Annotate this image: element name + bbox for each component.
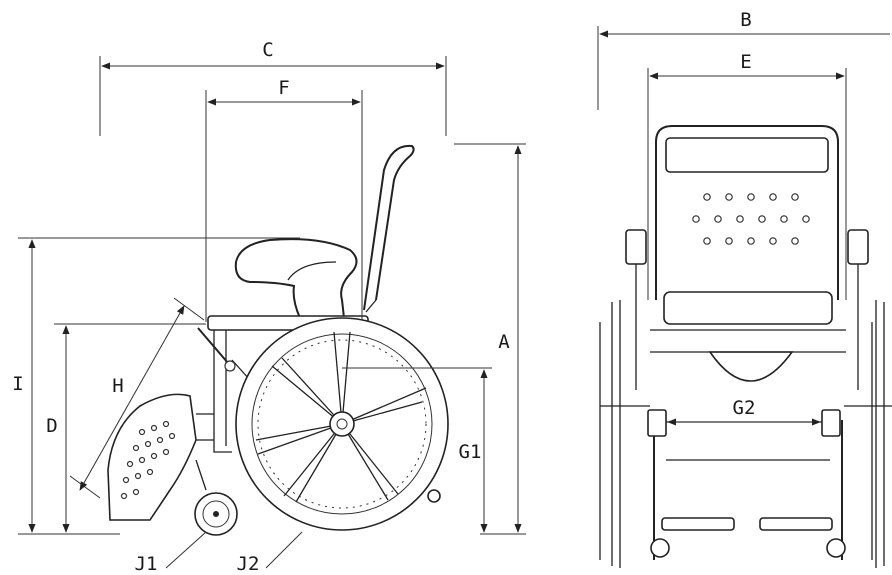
label-g1: G1 <box>459 441 482 463</box>
label-e: E <box>740 51 751 73</box>
label-g2: G2 <box>733 397 756 419</box>
label-h: H <box>112 375 123 397</box>
label-c: C <box>262 39 273 61</box>
dimension-lines: C F A G1 I D H J1 J2 B <box>12 9 890 575</box>
label-j1: J1 <box>135 553 158 575</box>
backrest-holes <box>692 193 810 245</box>
front-view-chair <box>599 125 892 568</box>
label-i: I <box>12 373 23 395</box>
label-d: D <box>46 415 57 437</box>
label-b: B <box>740 9 751 31</box>
side-view-chair <box>107 144 449 536</box>
label-j2: J2 <box>237 553 260 575</box>
label-a: A <box>498 331 510 353</box>
label-f: F <box>278 77 289 99</box>
